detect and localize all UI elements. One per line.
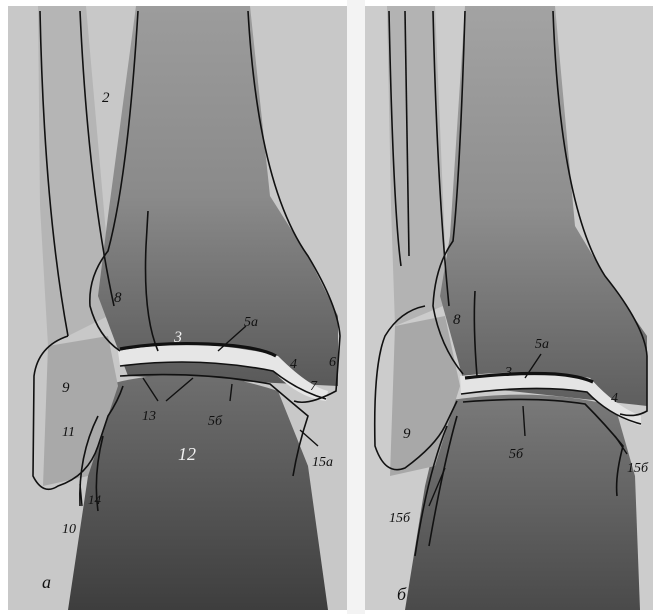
xray-panel-a: 2 8 3 5а 4 6 7 9 13 5б 11 12 15а 14 10 а [8,6,347,610]
label-9-b: 9 [403,426,411,442]
label-5a: 5а [244,315,258,330]
label-13: 13 [142,409,156,424]
label-3: 3 [173,329,182,346]
ankle-xray-drawing-b: 8 5а 3 4 9 5б 15б 15б б [365,6,653,610]
label-6: 6 [329,355,336,370]
caption-a: а [42,572,51,592]
label-8: 8 [114,290,122,306]
label-10: 10 [62,522,76,537]
label-12: 12 [178,444,196,464]
label-4: 4 [290,357,297,372]
label-4-b: 4 [611,391,618,406]
label-15b-left: 15б [389,511,411,526]
panel-divider [347,0,365,614]
label-14: 14 [88,492,102,507]
label-8-b: 8 [453,312,461,328]
xray-panel-b: 8 5а 3 4 9 5б 15б 15б б [365,6,653,610]
caption-b: б [397,584,407,604]
label-2: 2 [102,90,110,106]
label-3-b: 3 [504,365,512,380]
label-7: 7 [310,379,318,394]
label-5a-b: 5а [535,337,549,352]
label-11: 11 [62,425,75,440]
label-5b-b: 5б [509,447,524,462]
label-9: 9 [62,380,70,396]
label-5b: 5б [208,414,223,429]
label-15a: 15а [312,455,333,470]
ankle-xray-drawing-a: 2 8 3 5а 4 6 7 9 13 5б 11 12 15а 14 10 а [8,6,347,610]
label-15b-right: 15б [627,461,649,476]
